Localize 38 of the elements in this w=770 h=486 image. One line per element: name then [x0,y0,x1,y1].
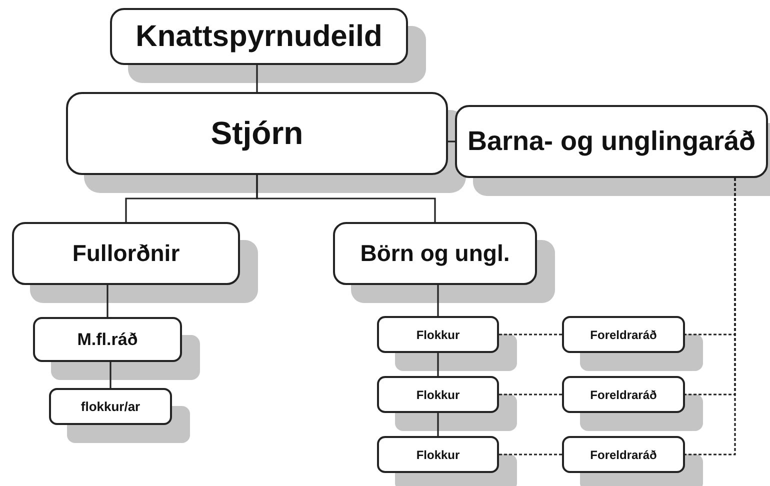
connector-line [437,285,439,316]
box-label: Börn og ungl. [360,240,510,267]
org-box [66,92,448,175]
box-label: M.fl.ráð [77,330,138,350]
connector-line [256,65,258,92]
box-label: Knattspyrnudeild [136,20,382,54]
org-box [377,316,499,353]
box-label: Flokkur [416,388,460,402]
connector-line [106,285,108,317]
connector-line [110,362,112,388]
org-box [562,316,685,353]
org-box [562,436,685,473]
org-box [377,436,499,473]
org-box [110,8,408,65]
org-box [12,222,240,285]
connector-line [437,353,439,376]
connector-line [256,175,436,222]
connector-line [448,140,455,142]
org-box [455,105,768,178]
org-box [377,376,499,413]
box-label: Foreldraráð [590,448,657,462]
dashed-connector [685,178,736,456]
box-label: flokkur/ar [80,399,140,414]
box-label: Flokkur [416,448,460,462]
org-box [49,388,172,425]
dashed-connector [499,454,562,456]
box-label: Barna- og unglingaráð [467,126,756,157]
org-box [333,222,537,285]
box-label: Fullorðnir [72,240,180,267]
org-box [33,317,182,362]
box-label: Foreldraráð [590,388,657,402]
connector-line [437,413,439,436]
dashed-connector [499,334,562,336]
box-label: Foreldraráð [590,328,657,342]
dashed-connector [499,394,562,396]
box-label: Stjórn [210,115,304,152]
org-box [562,376,685,413]
box-label: Flokkur [416,328,460,342]
